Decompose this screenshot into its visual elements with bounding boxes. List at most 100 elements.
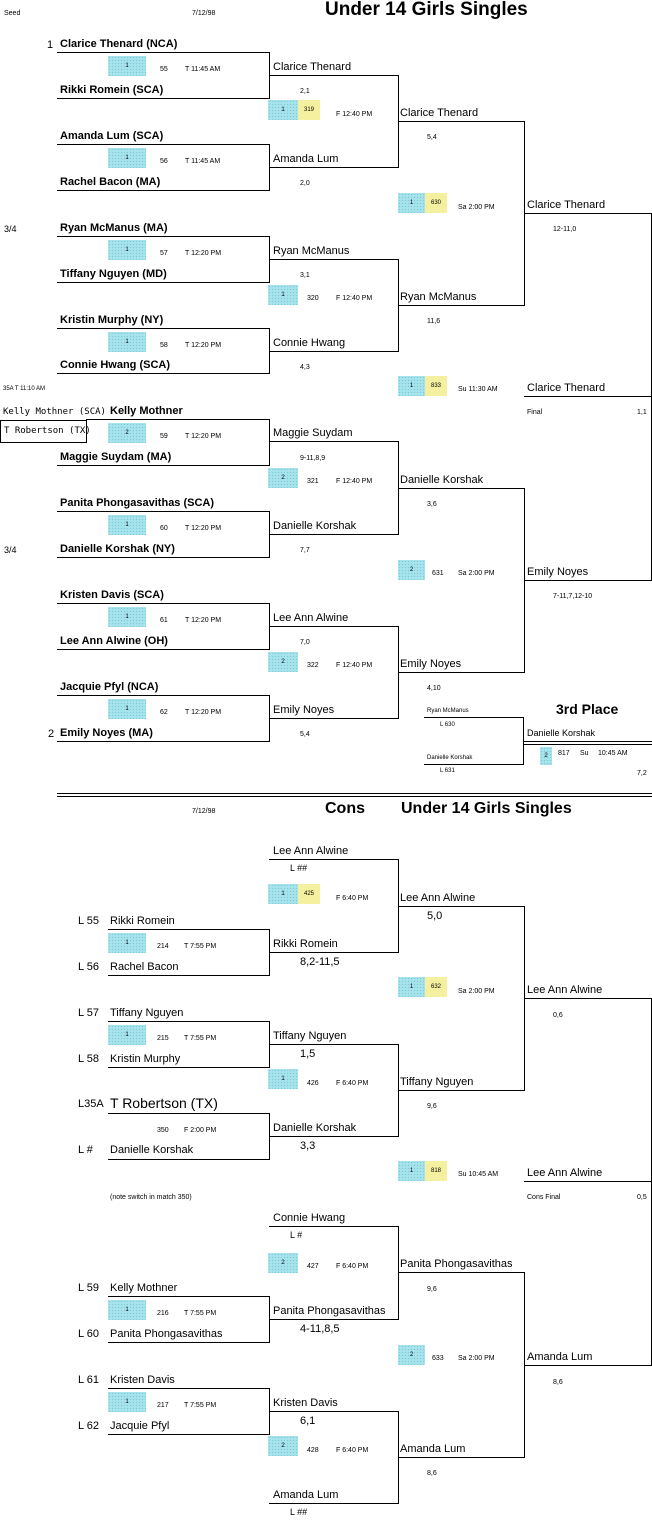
court-box: 1 (108, 240, 146, 260)
bracket-line (523, 717, 524, 765)
bracket-line (269, 1319, 399, 1320)
match-time: Sa 2:00 PM (458, 1355, 495, 1362)
match-number: 60 (160, 525, 168, 532)
match-number-box: 630 (425, 193, 447, 213)
cons-loser-ref: L 59 (78, 1282, 100, 1294)
bracket-line (424, 764, 524, 765)
bracket-line (269, 1226, 399, 1227)
match-score: 4,10 (427, 685, 441, 692)
cons-player: Kristen Davis (110, 1374, 175, 1386)
section-divider (57, 796, 652, 797)
match-time: F 2:00 PM (184, 1127, 217, 1134)
cons-player: T Robertson (TX) (110, 1095, 218, 1111)
bracket-line (269, 718, 399, 719)
match-number-box: 833 (425, 376, 447, 396)
match-number-box: 319 (298, 100, 320, 120)
bracket-line (57, 557, 270, 558)
cons-ref: L # (290, 1230, 303, 1240)
cons-final-score: 0,5 (637, 1194, 647, 1201)
bracket-line (108, 929, 270, 930)
bracket-line (524, 744, 652, 745)
bracket-line (269, 167, 399, 168)
court-box: 1 (108, 515, 146, 535)
bracket-line (108, 1388, 270, 1389)
bracket-line (269, 952, 399, 953)
match-time: Sa 2:00 PM (458, 204, 495, 211)
match-score: 5,4 (427, 134, 437, 141)
match-number: 216 (157, 1310, 169, 1317)
court-box: 2 (268, 652, 298, 672)
bracket-line (398, 1272, 525, 1273)
bracket-line (269, 1044, 399, 1045)
court-box: 1 (108, 607, 146, 627)
court-box: 1 (398, 1161, 425, 1181)
cons-round3-player: Panita Phongasavithas (400, 1258, 513, 1270)
match-time: F 12:40 PM (336, 662, 373, 669)
bracket-line (424, 717, 524, 718)
play-in-match-label: 35A T 11:10 AM (3, 386, 46, 392)
match-time: Su 10:45 AM (458, 1171, 499, 1178)
match-time: F 6:40 PM (336, 895, 369, 902)
bracket-line (57, 52, 270, 53)
bracket-line (57, 282, 270, 283)
bracket-line (524, 1272, 525, 1458)
bracket-line (269, 626, 399, 627)
round2-player: Danielle Korshak (273, 520, 357, 532)
match-score: 5,4 (300, 731, 310, 738)
bracket-line (524, 396, 652, 397)
match-number: 215 (157, 1035, 169, 1042)
seed-number: 3/4 (4, 545, 17, 555)
match-score: 3,1 (300, 272, 310, 279)
match-time: T 12:20 PM (185, 342, 222, 349)
match-score: 1,5 (300, 1048, 316, 1060)
match-score: 5,0 (427, 910, 443, 922)
player-name: Jacquie Pfyl (NCA) (60, 681, 159, 693)
cons-loser-ref: L 57 (78, 1007, 100, 1019)
round2-player: Clarice Thenard (273, 61, 352, 73)
player-name: Kelly Mothner (110, 405, 183, 417)
cons-loser-ref: L 61 (78, 1374, 100, 1386)
cons-bye-player: Lee Ann Alwine (273, 845, 349, 857)
round3-player: Ryan McManus (400, 291, 477, 303)
round3-player: Emily Noyes (400, 658, 462, 670)
match-time: Sa 2:00 PM (458, 988, 495, 995)
bracket-line (398, 488, 525, 489)
match-time: 10:45 AM (598, 750, 628, 757)
cons-ref: L ## (290, 863, 308, 873)
player-name: Lee Ann Alwine (OH) (60, 635, 168, 647)
court-box: 1 (108, 56, 146, 76)
cons-semifinal-winner: Lee Ann Alwine (527, 984, 603, 996)
player-name: Kristin Murphy (NY) (60, 314, 164, 326)
bracket-line (398, 121, 525, 122)
bracket-line (269, 419, 270, 466)
match-score: 4-11,8,5 (300, 1323, 340, 1335)
third-place-player: Ryan McManus (427, 708, 469, 714)
match-number: 322 (307, 662, 319, 669)
bracket-line (57, 695, 270, 696)
cons-player: Rachel Bacon (110, 961, 179, 973)
player-name: Kristen Davis (SCA) (60, 589, 164, 601)
cons-round2-player: Panita Phongasavithas (273, 1305, 386, 1317)
player-name: Tiffany Nguyen (MD) (60, 268, 167, 280)
match-number: 350 (157, 1127, 169, 1134)
match-number: 59 (160, 433, 168, 440)
bracket-line (108, 1067, 270, 1068)
match-number: 817 (558, 750, 570, 757)
bracket-line (108, 975, 270, 976)
match-score: 9,6 (427, 1103, 437, 1110)
court-box: 2 (268, 1253, 298, 1273)
match-score: 12-11,0 (553, 226, 577, 233)
draw-date: 7/12/98 (192, 10, 216, 17)
court-box: 2 (268, 1436, 298, 1456)
match-time: T 7:55 PM (184, 943, 217, 950)
match-time: F 6:40 PM (336, 1447, 369, 1454)
round3-player: Clarice Thenard (400, 107, 479, 119)
court-box: 1 (268, 285, 298, 305)
player-name: Connie Hwang (SCA) (60, 359, 170, 371)
court-box: 1 (108, 148, 146, 168)
match-time: T 12:20 PM (185, 617, 222, 624)
bracket-line (398, 906, 525, 907)
bracket-line (269, 259, 399, 260)
bracket-line (57, 741, 270, 742)
